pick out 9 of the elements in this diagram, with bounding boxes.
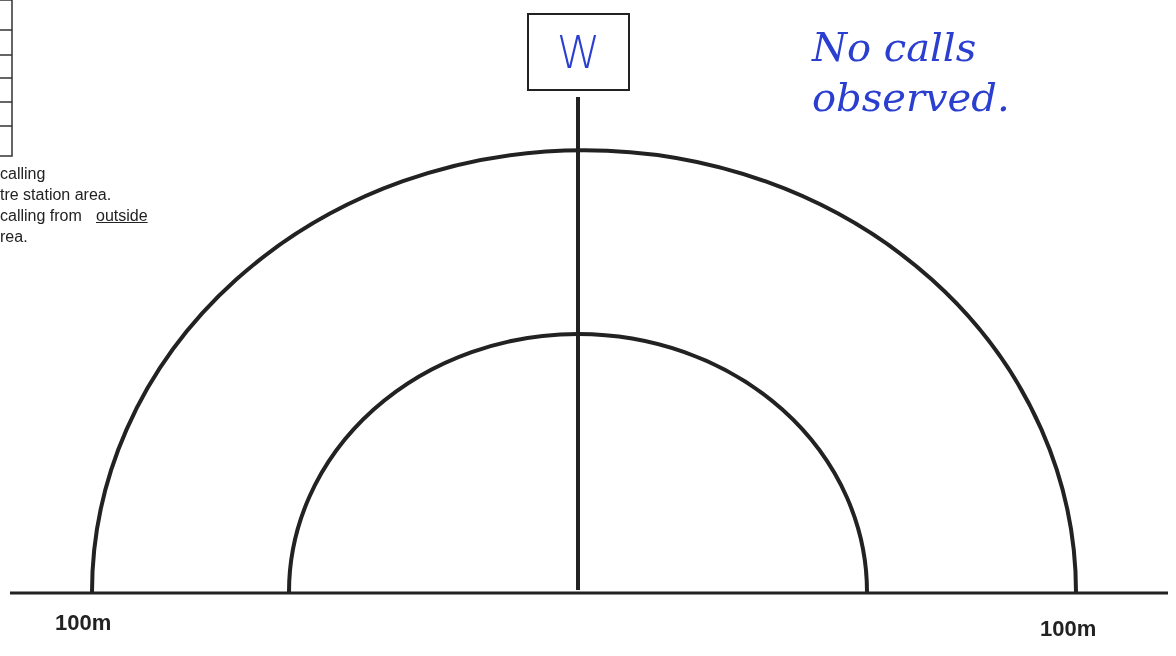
label-box: W: [527, 13, 630, 91]
distance-label: 100m: [1040, 616, 1097, 642]
note-text: calling: [0, 165, 46, 183]
note-text: rea.: [0, 228, 28, 246]
note-text: outside: [96, 207, 148, 225]
note-text: tre station area.: [0, 186, 112, 204]
distance-label: 100m: [55, 610, 112, 636]
note-text: calling from: [0, 207, 82, 225]
handwritten-note: No calls observed.: [812, 23, 1011, 122]
